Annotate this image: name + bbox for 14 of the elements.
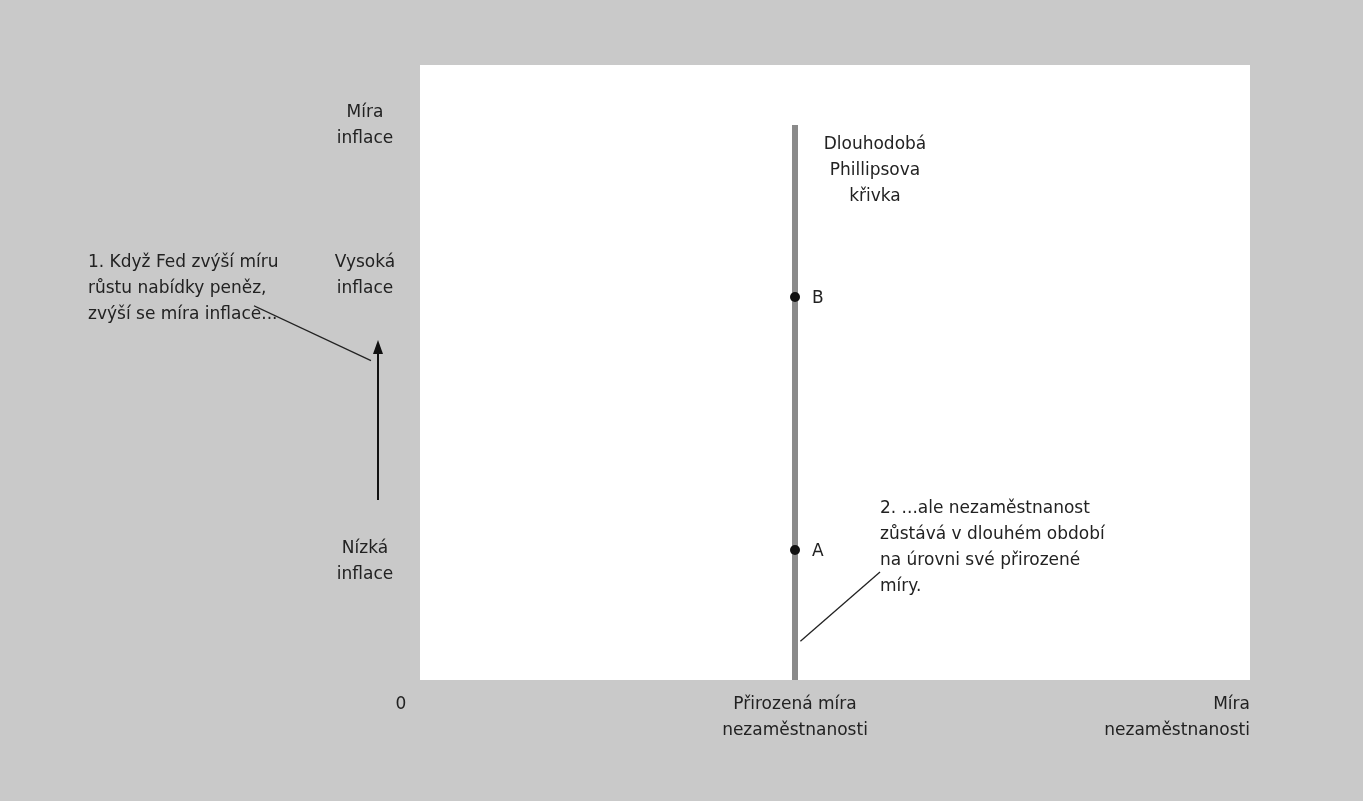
annotation-text: 2. ...ale nezaměstnanost zůstává v dlouhém období na úrovni své přirozené míry.: [880, 494, 1125, 598]
tick-label: Vysoká inflace: [333, 250, 397, 299]
annotation-text: 1. Když Fed zvýší míru růstu nabídky peněz, zvýší se míra inflace...: [88, 248, 288, 326]
tick-label: Nízká inflace: [335, 536, 395, 585]
curve-label: Dlouhodobá Phillipsova křivka: [822, 132, 928, 207]
axis-title: Míra inflace: [335, 100, 395, 149]
point-label: B: [812, 286, 825, 309]
origin-label: 0: [394, 692, 408, 715]
leader-line: [253, 305, 372, 362]
up-arrow: [373, 340, 383, 501]
axis-title: Míra nezaměstnanosti: [1103, 692, 1250, 741]
tick-label: Přirozená míra nezaměstnanosti: [721, 692, 869, 741]
point-label: A: [812, 539, 825, 562]
leader-line: [799, 571, 881, 642]
